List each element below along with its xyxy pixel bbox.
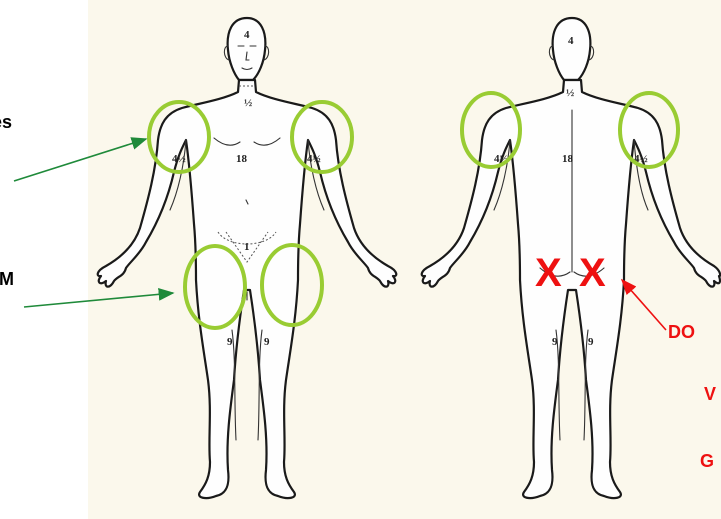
g-label: G <box>700 451 714 471</box>
posterior-figure: 4 ½ 18 4½ 4½ 9 9 <box>422 18 720 498</box>
posterior-neck-value: ½ <box>566 87 574 99</box>
anterior-neck-value: ½ <box>244 97 252 109</box>
posterior-head-value: 4 <box>568 35 574 47</box>
anterior-right-arm-value: 4½ <box>172 153 186 165</box>
arms-label: es <box>0 112 12 132</box>
posterior-left-leg-value: 9 <box>588 336 594 348</box>
avoid-site-x-icon: X <box>579 251 606 295</box>
pointer-arrow-icon <box>622 280 666 330</box>
anterior-groin-value: 1 <box>244 241 250 253</box>
posterior-right-leg-value: 9 <box>552 336 558 348</box>
anterior-right-leg-value: 9 <box>227 336 233 348</box>
anterior-head <box>228 18 266 80</box>
v-label: V <box>704 384 716 404</box>
anterior-figure: 4 ½ 18 4½ 4½ 1 9 9 <box>98 18 397 498</box>
anterior-head-value: 4 <box>244 29 250 41</box>
anterior-left-arm-value: 4½ <box>307 153 321 165</box>
avoid-site-x-icon: X <box>535 251 562 295</box>
thigh-label: IM <box>0 269 14 289</box>
pointer-arrow-icon <box>14 139 146 181</box>
anterior-trunk-value: 18 <box>236 153 248 165</box>
posterior-trunk-value: 18 <box>562 153 574 165</box>
do-not-label: DO <box>668 322 695 342</box>
pointer-arrow-icon <box>24 293 173 307</box>
posterior-head <box>553 18 591 80</box>
anterior-left-leg-value: 9 <box>264 336 270 348</box>
